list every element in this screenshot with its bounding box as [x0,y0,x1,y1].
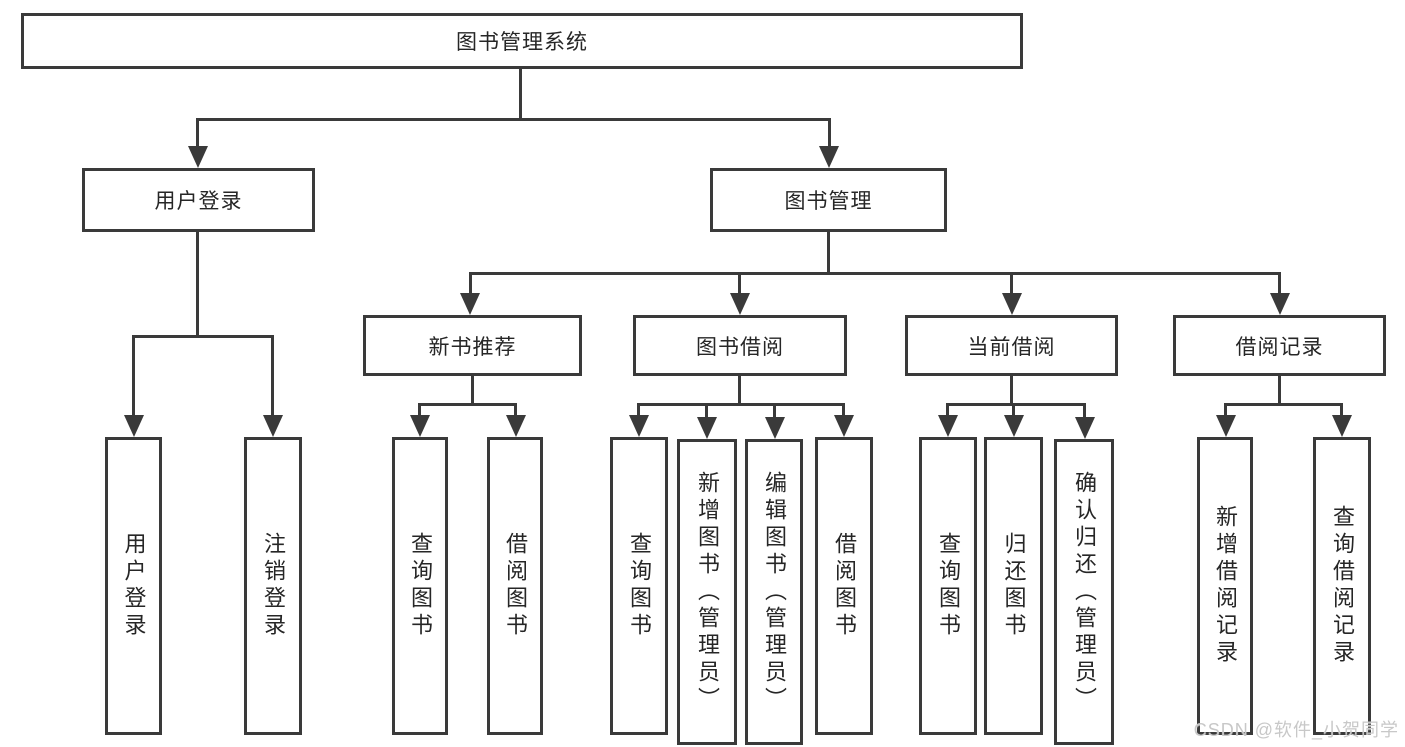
connector-line [469,272,1281,275]
leaf-newbook-borrow-book-label: 借阅图书 [503,532,528,640]
node-borrow-record-label: 借阅记录 [1235,335,1324,359]
leaf-borrow-borrow-book: 借阅图书 [815,437,873,735]
arrow-down-icon [765,417,785,439]
arrow-down-icon [938,415,958,437]
arrow-down-icon [460,293,480,315]
connector-line [1224,403,1343,406]
node-root: 图书管理系统 [21,13,1023,69]
csdn-watermark: CSDN @软件_小贺同学 [1193,720,1399,740]
leaf-borrow-query-book-label: 查询图书 [627,532,652,640]
leaf-current-query-book-label: 查询图书 [936,532,961,640]
connector-line [827,232,830,275]
arrow-down-icon [1270,293,1290,315]
connector-line [738,376,741,406]
leaf-current-query-book: 查询图书 [919,437,977,735]
connector-line [418,403,517,406]
arrow-down-icon [1075,417,1095,439]
node-new-book-recommend-label: 新书推荐 [428,335,517,359]
arrow-down-icon [834,415,854,437]
connector-line [1010,274,1013,296]
arrow-down-icon [1216,415,1236,437]
leaf-logout: 注销登录 [244,437,302,735]
node-user-login-label: 用户登录 [154,190,243,213]
arrow-down-icon [506,415,526,437]
connector-line [418,405,421,418]
connector-line [1012,405,1015,418]
leaf-add-book-admin: 新增图书（管理员） [677,439,737,745]
leaf-borrow-borrow-book-label: 借阅图书 [832,532,857,640]
connector-line [828,120,831,150]
leaf-add-borrow-record-label: 新增借阅记录 [1213,505,1238,667]
node-book-management: 图书管理 [710,168,947,232]
connector-line [946,405,949,418]
leaf-return-book-label: 归还图书 [1001,532,1027,640]
connector-line [842,405,845,418]
connector-line [196,232,199,338]
leaf-confirm-return-admin-label: 确认归还（管理员） [1072,470,1097,714]
leaf-add-borrow-record: 新增借阅记录 [1197,437,1253,735]
connector-line [132,335,274,338]
leaf-confirm-return-admin: 确认归还（管理员） [1054,439,1114,745]
connector-line [271,337,274,419]
leaf-user-login-label: 用户登录 [121,532,147,640]
arrow-down-icon [124,415,144,437]
connector-line [946,403,1086,406]
arrow-down-icon [629,415,649,437]
arrow-down-icon [1332,415,1352,437]
leaf-newbook-borrow-book: 借阅图书 [487,437,543,735]
leaf-borrow-query-book: 查询图书 [610,437,668,735]
leaf-logout-label: 注销登录 [261,532,286,640]
node-user-login: 用户登录 [82,168,315,232]
leaf-return-book: 归还图书 [984,437,1043,735]
connector-line [469,274,472,296]
connector-line [1224,405,1227,418]
node-book-borrow-label: 图书借阅 [696,335,784,359]
connector-line [637,405,640,418]
node-current-borrow: 当前借阅 [905,315,1118,376]
leaf-user-login: 用户登录 [105,437,162,735]
connector-line [196,120,199,150]
arrow-down-icon [1004,415,1024,437]
arrow-down-icon [188,146,208,168]
leaf-newbook-query-book: 查询图书 [392,437,448,735]
connector-line [705,405,708,420]
leaf-add-book-admin-label: 新增图书（管理员） [695,470,720,714]
connector-line [1340,405,1343,418]
arrow-down-icon [263,415,283,437]
leaf-query-borrow-record: 查询借阅记录 [1313,437,1371,735]
leaf-query-borrow-record-label: 查询借阅记录 [1330,505,1355,667]
connector-line [1083,405,1086,420]
connector-line [132,337,135,419]
connector-line [514,405,517,418]
arrow-down-icon [730,293,750,315]
connector-line [1278,274,1281,296]
node-root-label: 图书管理系统 [456,31,588,54]
connector-line [1278,376,1281,406]
node-current-borrow-label: 当前借阅 [967,335,1056,359]
connector-line [519,69,522,121]
leaf-newbook-query-book-label: 查询图书 [408,532,433,640]
connector-line [738,274,741,296]
node-new-book-recommend: 新书推荐 [363,315,582,376]
connector-line [773,405,776,420]
node-borrow-record: 借阅记录 [1173,315,1386,376]
arrow-down-icon [819,146,839,168]
arrow-down-icon [410,415,430,437]
node-book-borrow: 图书借阅 [633,315,847,376]
connector-line [471,376,474,406]
leaf-edit-book-admin: 编辑图书（管理员） [745,439,803,745]
arrow-down-icon [1002,293,1022,315]
connector-line [1010,376,1013,406]
node-book-management-label: 图书管理 [784,190,873,213]
connector-line [196,118,831,121]
leaf-edit-book-admin-label: 编辑图书（管理员） [762,470,787,714]
connector-line [637,403,845,406]
arrow-down-icon [697,417,717,439]
